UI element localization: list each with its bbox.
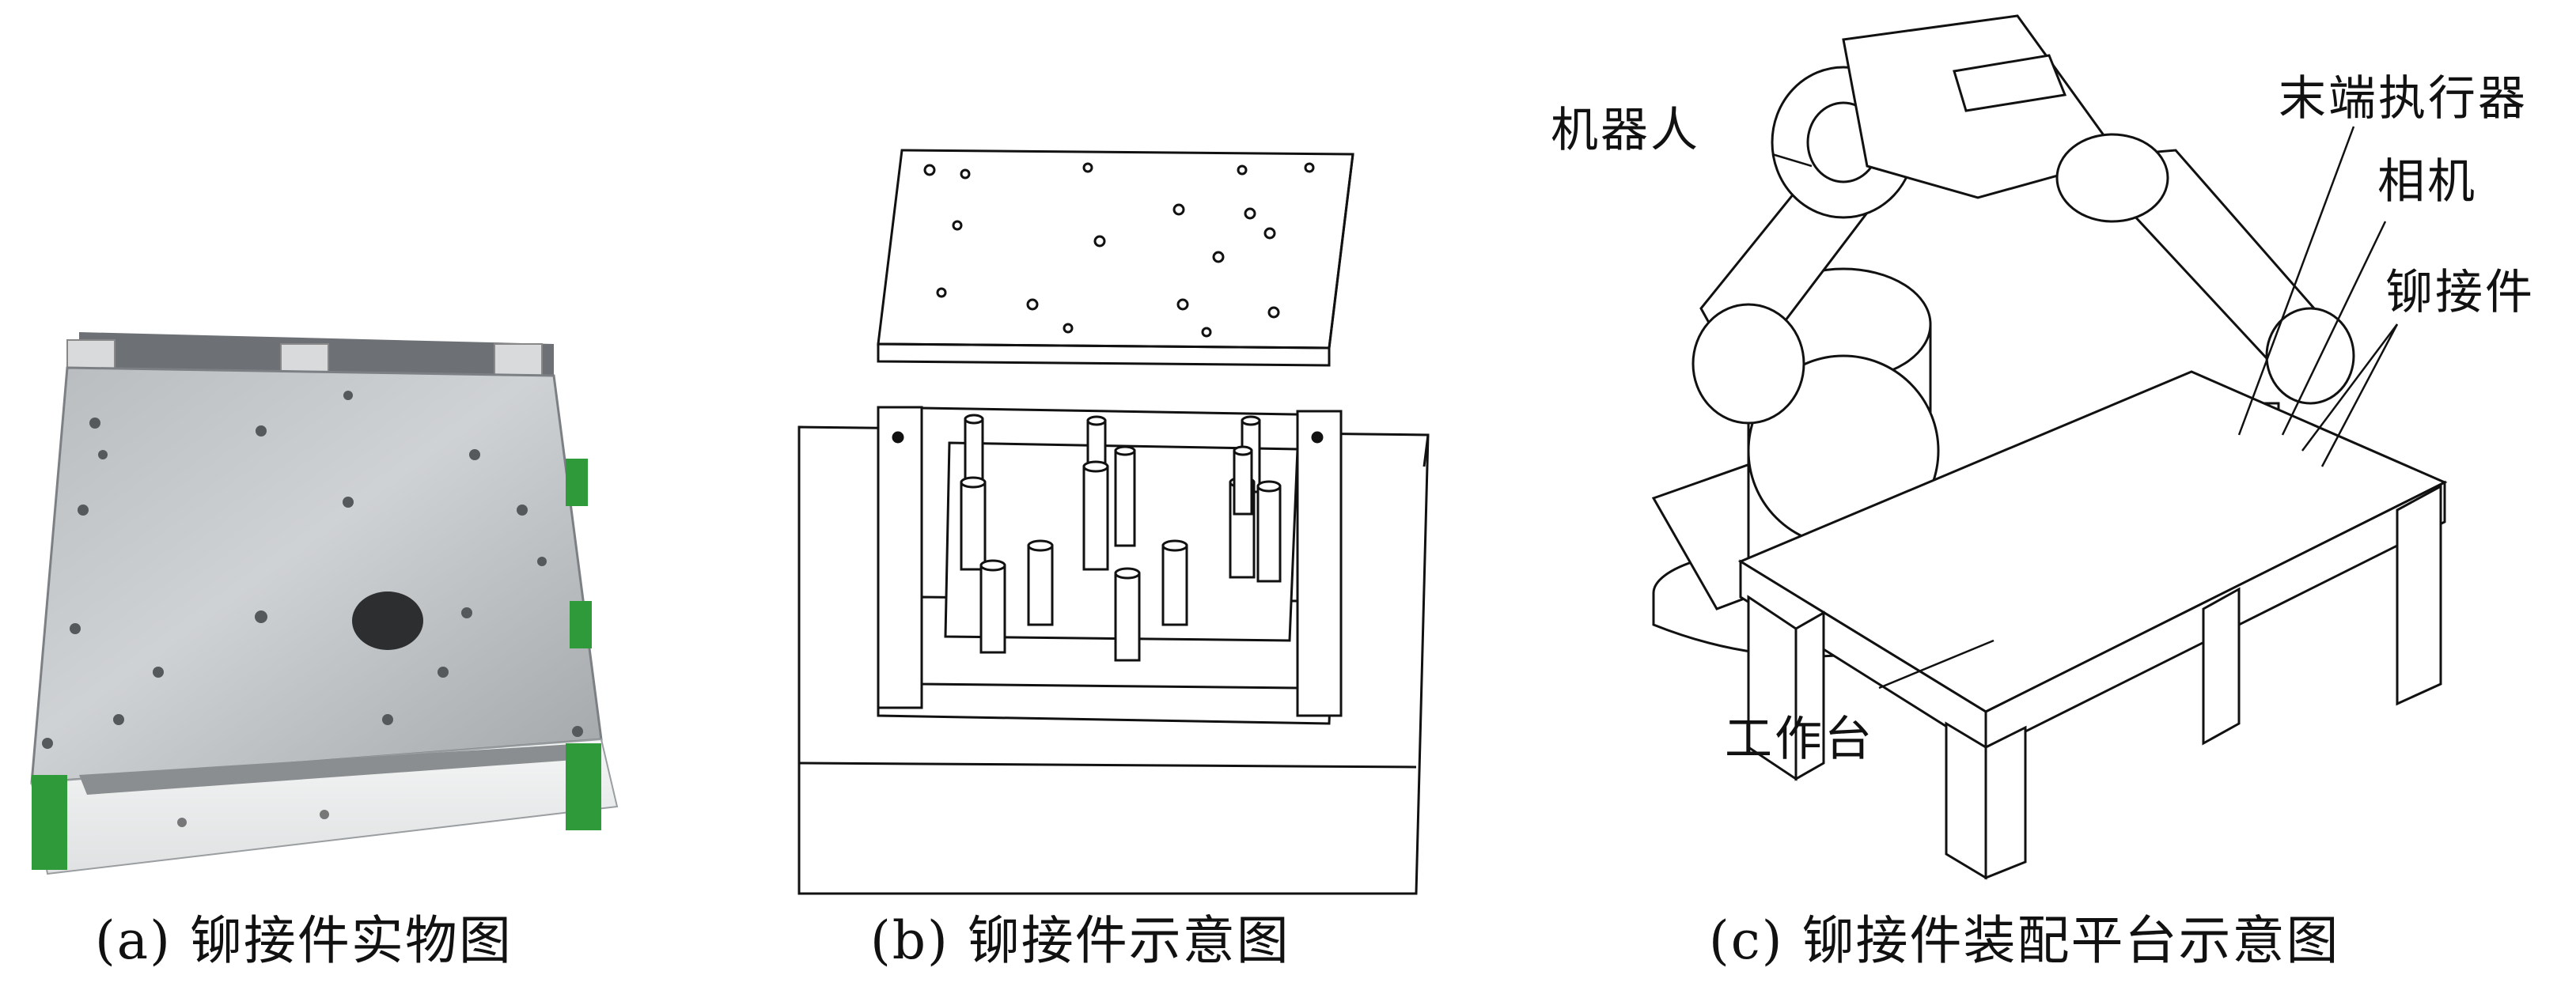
panel-a-photo: [30, 332, 619, 875]
label-end-effector: 末端执行器: [2279, 71, 2528, 127]
label-robot: 机器人: [1551, 103, 1700, 158]
label-camera: 相机: [2377, 154, 2477, 210]
label-rivet-part: 铆接件: [2385, 265, 2535, 320]
corner-bracket-right: [566, 743, 601, 830]
large-hole: [352, 591, 423, 650]
robot-upper-arm: [1842, 14, 2355, 405]
front-shadow: [79, 743, 585, 795]
workbench: [1737, 370, 2448, 880]
label-workbench: 工作台: [1725, 712, 1874, 767]
leader-lines: [1771, 126, 2399, 690]
panel-b-drawing: [797, 149, 1430, 895]
small-holes: [42, 391, 583, 749]
pins: [960, 414, 1282, 662]
panel-c-drawing: [1651, 14, 2448, 880]
top-plate-drawing: [877, 149, 1354, 367]
side-brackets: [566, 459, 592, 648]
corner-bracket-left: [32, 775, 67, 870]
panel-a-caption: (a) 铆接件实物图: [95, 910, 513, 971]
panel-b-caption: (b) 铆接件示意图: [870, 910, 1290, 971]
panel-c-caption: (c) 铆接件装配平台示意图: [1709, 910, 2340, 971]
